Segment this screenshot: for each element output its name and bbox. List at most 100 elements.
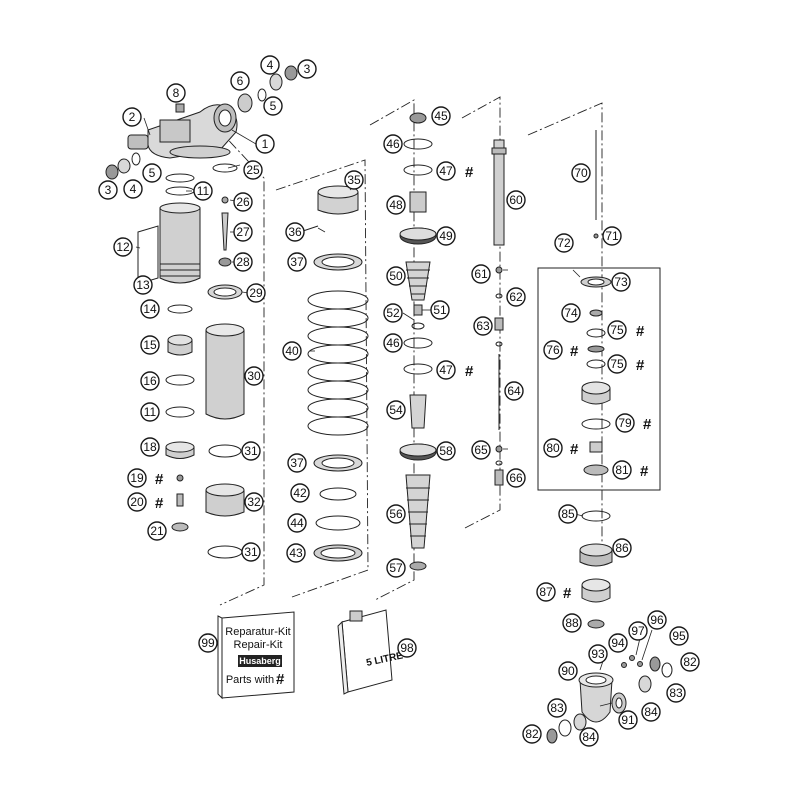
reservoir-body-assembly: [127, 103, 238, 159]
callout-40: 40: [282, 341, 302, 361]
svg-text:90: 90: [561, 664, 575, 678]
svg-text:47: 47: [439, 363, 453, 377]
svg-text:11: 11: [197, 184, 210, 198]
callout-76: 76: [543, 340, 563, 360]
svg-text:30: 30: [247, 369, 261, 383]
svg-text:8: 8: [173, 86, 180, 100]
callout-13: 13: [133, 275, 153, 295]
svg-text:16: 16: [143, 374, 157, 388]
callout-29: 29: [246, 283, 266, 303]
hash-marker-87: #: [563, 585, 572, 602]
kit-line-reparatur: Reparatur-Kit: [225, 626, 290, 638]
svg-text:93: 93: [591, 647, 605, 661]
svg-text:75: 75: [610, 323, 624, 337]
callout-5: 5: [263, 96, 283, 116]
callout-84: 84: [579, 727, 599, 747]
svg-text:15: 15: [143, 338, 157, 352]
kit-hash-symbol: #: [276, 671, 285, 688]
svg-text:87: 87: [539, 585, 553, 599]
svg-text:86: 86: [615, 541, 629, 555]
callout-49: 49: [436, 226, 456, 246]
callout-64: 64: [504, 381, 524, 401]
kit-line-repair: Repair-Kit: [234, 639, 283, 651]
svg-text:14: 14: [143, 302, 157, 316]
callout-50: 50: [386, 266, 406, 286]
callout-19: 19: [127, 468, 147, 488]
callout-31: 31: [241, 441, 261, 461]
callout-56: 56: [386, 504, 406, 524]
svg-text:73: 73: [614, 275, 628, 289]
svg-text:66: 66: [509, 471, 523, 485]
callout-1: 1: [255, 134, 275, 154]
callout-36: 36: [285, 222, 305, 242]
callout-58: 58: [436, 441, 456, 461]
callout-3: 3: [98, 180, 118, 200]
small-washers-top-right: [237, 65, 298, 113]
callout-3: 3: [297, 59, 317, 79]
hash-marker-75a: #: [636, 323, 645, 340]
assembly-lines: [216, 96, 603, 606]
svg-text:54: 54: [389, 403, 403, 417]
svg-text:64: 64: [507, 384, 521, 398]
spring-column: [299, 185, 369, 562]
compression-kit-box: [537, 267, 661, 491]
svg-text:46: 46: [386, 137, 400, 151]
callout-12: 12: [113, 237, 133, 257]
svg-text:6: 6: [237, 74, 244, 88]
callout-11: 11: [140, 402, 160, 422]
svg-text:28: 28: [236, 255, 250, 269]
shaft-column: [491, 139, 507, 486]
svg-text:42: 42: [293, 486, 307, 500]
callout-44: 44: [287, 513, 307, 533]
callout-51: 51: [430, 300, 450, 320]
callout-47: 47: [436, 161, 456, 181]
svg-text:82: 82: [683, 655, 697, 669]
svg-text:31: 31: [244, 545, 258, 559]
svg-text:49: 49: [439, 229, 453, 243]
svg-text:32: 32: [247, 495, 261, 509]
svg-text:51: 51: [433, 303, 447, 317]
brand-logo-plate: [238, 655, 282, 667]
svg-text:19: 19: [130, 471, 144, 485]
hash-marker-20: #: [155, 495, 164, 512]
callout-98: 98: [397, 638, 417, 658]
callout-82: 82: [680, 652, 700, 672]
callout-75: 75: [607, 320, 627, 340]
callout-11: 11: [193, 181, 213, 201]
callout-99: 99: [198, 633, 218, 653]
svg-text:40: 40: [285, 344, 299, 358]
callout-70: 70: [571, 163, 591, 183]
callout-52: 52: [383, 303, 403, 323]
svg-text:62: 62: [509, 290, 523, 304]
svg-text:47: 47: [439, 164, 453, 178]
svg-text:4: 4: [130, 182, 137, 196]
svg-text:96: 96: [650, 613, 664, 627]
callout-32: 32: [244, 492, 264, 512]
reservoir-left-stack: [137, 173, 201, 532]
callout-62: 62: [506, 287, 526, 307]
svg-text:80: 80: [546, 441, 560, 455]
svg-text:44: 44: [290, 516, 304, 530]
callout-61: 61: [471, 264, 491, 284]
svg-text:95: 95: [672, 629, 686, 643]
hash-marker-47a: #: [465, 164, 474, 181]
svg-text:29: 29: [249, 286, 263, 300]
callout-81: 81: [612, 460, 632, 480]
svg-text:83: 83: [550, 701, 564, 715]
svg-text:4: 4: [267, 58, 274, 72]
callout-26: 26: [233, 192, 253, 212]
svg-text:48: 48: [389, 198, 403, 212]
callout-6: 6: [230, 71, 250, 91]
callout-83: 83: [666, 683, 686, 703]
callout-94: 94: [608, 633, 628, 653]
hash-marker-81: #: [640, 463, 649, 480]
svg-text:82: 82: [525, 727, 539, 741]
repair-kit-markers: # # # # # # # # # # #: [155, 164, 652, 602]
svg-text:25: 25: [246, 163, 260, 177]
svg-text:56: 56: [389, 507, 403, 521]
svg-text:21: 21: [150, 524, 164, 538]
spring-coils: [307, 290, 369, 436]
hash-marker-80: #: [570, 441, 579, 458]
svg-text:84: 84: [644, 705, 658, 719]
